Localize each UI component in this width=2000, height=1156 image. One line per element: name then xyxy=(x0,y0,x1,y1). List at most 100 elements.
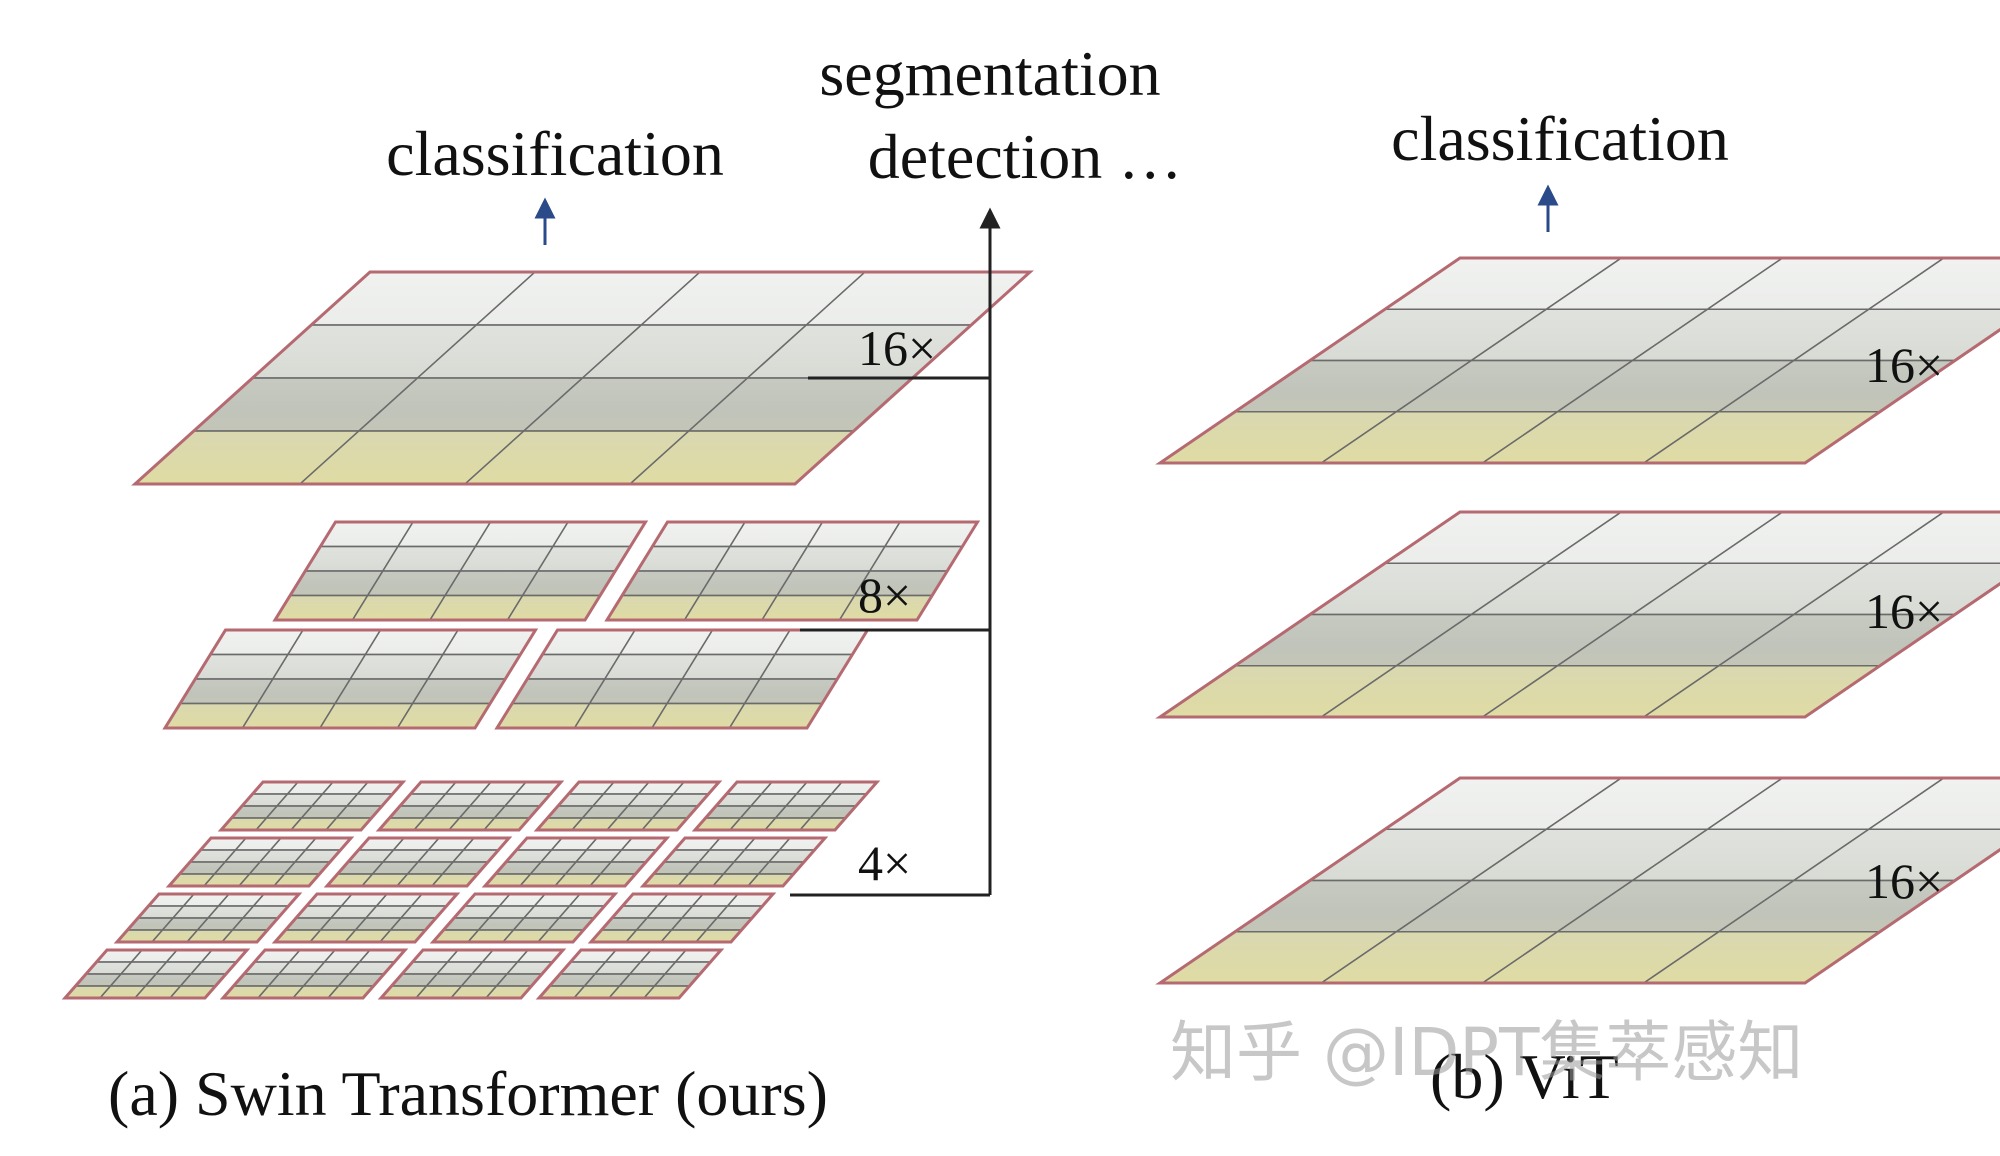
patch xyxy=(1866,777,2000,831)
patch xyxy=(588,678,684,705)
patch xyxy=(573,702,669,729)
window-border xyxy=(1155,776,2000,985)
swin-4x-window xyxy=(61,948,251,1000)
patch xyxy=(1866,511,2000,565)
patch xyxy=(256,678,352,705)
swin-4x-window xyxy=(271,892,461,944)
vit-classification-label: classification xyxy=(1391,103,1729,174)
swin-panel: classification segmentation detection … … xyxy=(61,38,1183,1129)
patch xyxy=(806,521,902,548)
window-border xyxy=(533,780,723,832)
patch xyxy=(1866,257,2000,311)
patch xyxy=(474,521,570,548)
window-border xyxy=(1155,510,2000,719)
patch xyxy=(443,570,540,597)
vit-layer-bottom xyxy=(1155,776,2000,985)
swin-4x-window xyxy=(691,780,881,832)
window-border xyxy=(323,836,513,888)
window-border xyxy=(217,780,407,832)
swin-scale-label-16x: 16× xyxy=(858,320,936,376)
window-border xyxy=(587,892,777,944)
swin-4x-window xyxy=(377,948,567,1000)
window-border xyxy=(481,836,671,888)
swin-8x-window xyxy=(272,520,649,622)
swin-4x-window xyxy=(113,892,303,944)
vit-caption: (b) ViT xyxy=(1430,1041,1619,1112)
swin-16x-layer xyxy=(131,270,1034,486)
swin-8x-window xyxy=(162,628,539,730)
patch xyxy=(396,521,492,548)
patch xyxy=(428,594,524,621)
swin-scale-label-4x: 4× xyxy=(858,835,911,891)
patch xyxy=(680,653,777,680)
swin-4x-window xyxy=(533,780,723,832)
window-border xyxy=(691,780,881,832)
swin-4x-window xyxy=(587,892,777,944)
window-border xyxy=(61,948,251,1000)
dense-tasks-label-line1: segmentation xyxy=(819,38,1160,109)
patch xyxy=(348,653,445,680)
vit-layer-middle xyxy=(1155,510,2000,719)
swin-8x-window xyxy=(494,628,871,730)
window-border xyxy=(494,628,871,730)
patch xyxy=(364,629,460,656)
patch xyxy=(286,629,382,656)
swin-4x-window xyxy=(375,780,565,832)
swin-4x-window xyxy=(165,836,355,888)
patch xyxy=(760,594,856,621)
patch xyxy=(381,545,477,572)
patch xyxy=(696,629,792,656)
window-border xyxy=(375,780,565,832)
window-border xyxy=(535,948,725,1000)
vit-scale-label-middle: 16× xyxy=(1865,583,1943,639)
patch xyxy=(618,629,714,656)
window-border xyxy=(604,520,981,622)
window-border xyxy=(271,892,461,944)
swin-8x-window xyxy=(604,520,981,622)
swin-feature-hierarchy xyxy=(61,270,1034,1000)
patch xyxy=(241,702,337,729)
swin-4x-window xyxy=(429,892,619,944)
swin-4x-window xyxy=(217,780,407,832)
window-border xyxy=(113,892,303,944)
patch xyxy=(698,570,794,597)
patch xyxy=(665,678,762,705)
multiscale-connector xyxy=(790,207,1001,897)
patch xyxy=(650,702,746,729)
window-border xyxy=(1155,256,2000,465)
swin-4x-window xyxy=(535,948,725,1000)
swin-4x-window xyxy=(481,836,671,888)
patch xyxy=(713,545,809,572)
watermark: 知乎 @IDPT集萃感知 xyxy=(1170,1014,1803,1091)
window-border xyxy=(377,948,567,1000)
window-border xyxy=(272,520,649,622)
patch xyxy=(271,653,367,680)
swin-4x-window xyxy=(219,948,409,1000)
vit-layer-top xyxy=(1155,256,2000,465)
swin-caption: (a) Swin Transformer (ours) xyxy=(108,1058,828,1129)
window-border xyxy=(131,270,1034,486)
patch xyxy=(351,594,447,621)
window-border xyxy=(429,892,619,944)
swin-scale-label-8x: 8× xyxy=(858,567,911,623)
swin-4x-layer xyxy=(61,780,881,1000)
vit-panel: classification 16× 16× 16× (b) ViT xyxy=(1155,103,2000,1112)
dense-tasks-label-line2: detection … xyxy=(868,121,1183,192)
window-border xyxy=(165,836,355,888)
vit-scale-label-top: 16× xyxy=(1865,337,1943,393)
swin-4x-window xyxy=(323,836,513,888)
window-border xyxy=(219,948,409,1000)
patch xyxy=(318,702,414,729)
patch xyxy=(775,570,872,597)
patch xyxy=(458,545,555,572)
patch xyxy=(366,570,462,597)
patch xyxy=(728,521,824,548)
window-border xyxy=(639,836,829,888)
swin-8x-layer xyxy=(162,520,981,730)
swin-4x-window xyxy=(639,836,829,888)
vit-scale-label-bottom: 16× xyxy=(1865,853,1943,909)
vit-feature-hierarchy xyxy=(1155,256,2000,985)
window-border xyxy=(162,628,539,730)
swin-classification-label: classification xyxy=(386,118,724,189)
